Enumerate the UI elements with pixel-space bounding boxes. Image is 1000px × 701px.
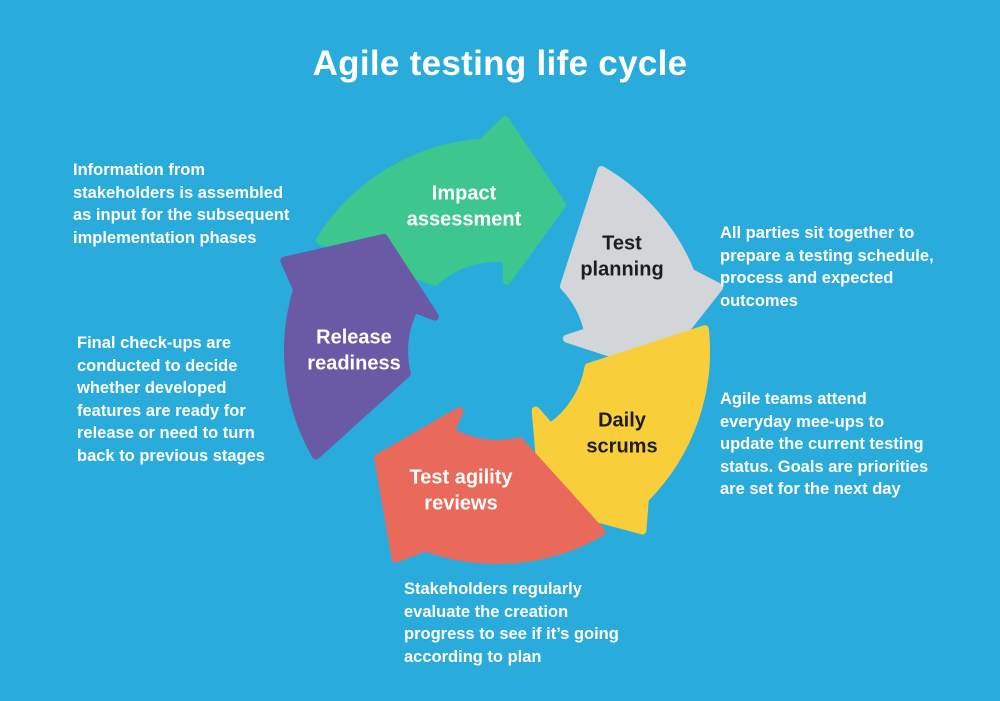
arrow-release-readiness bbox=[280, 233, 439, 460]
arrow-daily-scrums bbox=[531, 325, 711, 535]
arrow-test-planning bbox=[559, 166, 724, 372]
description-impact-assessment: Information from stakeholders is assembl… bbox=[73, 161, 290, 247]
description-daily-scrums: Agile teams attend everyday mee-ups to u… bbox=[720, 390, 929, 498]
description-test-planning: All parties sit together to prepare a te… bbox=[720, 224, 934, 310]
page-title: Agile testing life cycle bbox=[312, 44, 688, 83]
description-release-readiness: Final check-ups are conducted to decide … bbox=[77, 334, 265, 465]
description-test-agility-reviews: Stakeholders regularly evaluate the crea… bbox=[404, 580, 619, 666]
arrow-test-agility-reviews bbox=[374, 407, 606, 564]
